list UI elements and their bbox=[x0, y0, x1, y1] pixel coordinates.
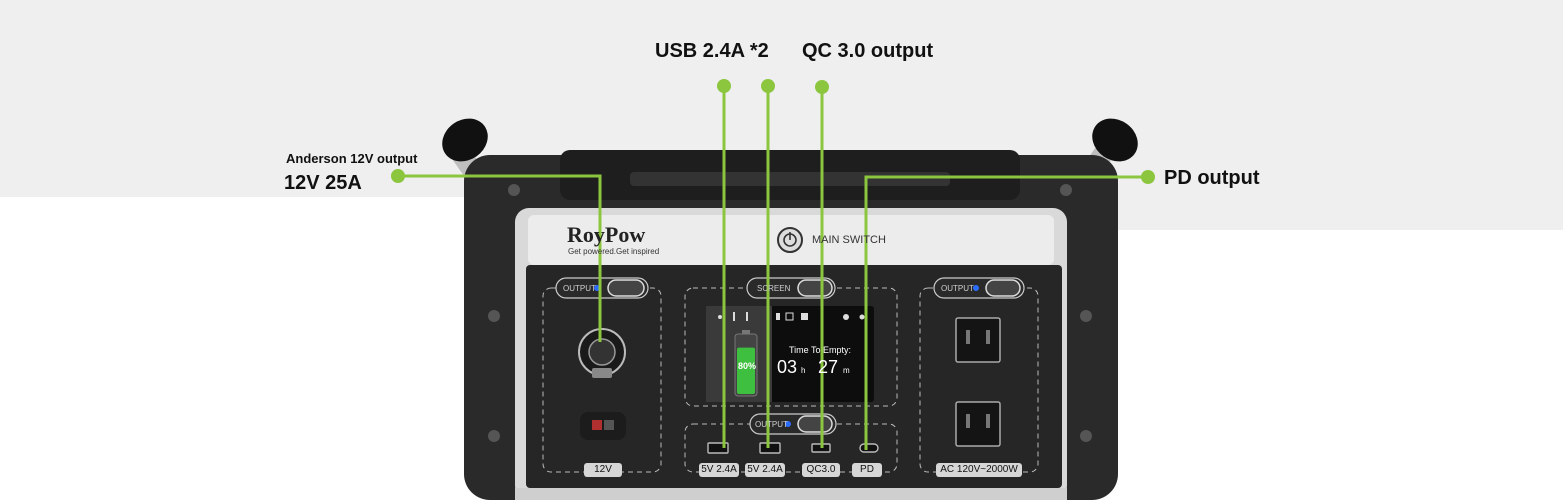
pd-callout-label: PD output bbox=[1164, 167, 1260, 189]
usb2-port-label: 5V 2.4A bbox=[745, 463, 785, 477]
anderson-callout-value: 12V 25A bbox=[284, 172, 362, 194]
ac-icon bbox=[801, 313, 808, 320]
usb-callout-label: USB 2.4A *2 bbox=[655, 40, 769, 62]
dc-icon bbox=[785, 312, 794, 321]
main-switch-label: MAIN SWITCH bbox=[812, 234, 886, 246]
qc-port-label: QC3.0 bbox=[802, 463, 840, 477]
background-band-right bbox=[1118, 197, 1563, 230]
usb-output-toggle[interactable] bbox=[797, 415, 833, 433]
time-to-empty-title: Time To Empty: bbox=[789, 345, 852, 355]
left-output-label: OUTPUT bbox=[563, 284, 596, 293]
screen-toggle[interactable] bbox=[797, 279, 833, 297]
plug-icon bbox=[776, 313, 780, 320]
time-hours-unit: h bbox=[801, 366, 806, 375]
usb-output-label: OUTPUT bbox=[755, 420, 788, 429]
screen-label: SCREEN bbox=[757, 284, 791, 293]
battery-level-fill bbox=[737, 347, 755, 394]
dc12-port-label: 12V bbox=[584, 463, 622, 477]
bluetooth-icon bbox=[733, 312, 735, 321]
time-minutes: 27 bbox=[818, 357, 839, 377]
wifi-icon bbox=[718, 315, 722, 319]
status-icons bbox=[718, 312, 865, 321]
sun-icon bbox=[843, 314, 849, 320]
callout-lines bbox=[398, 86, 1148, 450]
time-hours: 03 bbox=[777, 357, 798, 377]
ac-port-label: AC 120V~2000W bbox=[936, 463, 1022, 477]
brand-tagline: Get powered.Get inspired bbox=[568, 247, 660, 256]
ac-output-label: OUTPUT bbox=[941, 284, 974, 293]
time-minutes-unit: m bbox=[843, 366, 850, 375]
qc-callout-label: QC 3.0 output bbox=[802, 40, 934, 62]
brand-logo: RoyPow bbox=[567, 222, 646, 247]
ac-outlet-1 bbox=[955, 317, 1001, 363]
bulb-icon bbox=[859, 314, 865, 320]
ac-output-toggle[interactable] bbox=[985, 279, 1021, 297]
battery-percent: 80% bbox=[738, 361, 757, 371]
anderson-port bbox=[580, 412, 626, 440]
usb1-port-label: 5V 2.4A bbox=[699, 463, 739, 477]
pd-port-label: PD bbox=[852, 463, 882, 477]
usb-port-2 bbox=[759, 442, 781, 454]
ac-outlet-2 bbox=[955, 401, 1001, 447]
temperature-icon bbox=[746, 312, 748, 321]
left-output-toggle[interactable] bbox=[607, 279, 645, 297]
callout-dots bbox=[391, 79, 1155, 184]
pd-port bbox=[859, 443, 879, 453]
anderson-callout-title: Anderson 12V output bbox=[286, 151, 418, 166]
